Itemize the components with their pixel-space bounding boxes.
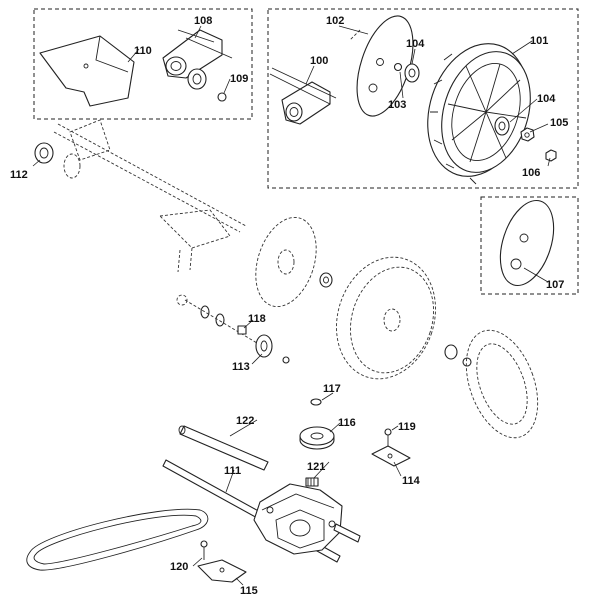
callout-116: 116 (338, 417, 356, 429)
group-box-top-right (267, 8, 579, 189)
callout-111: 111 (224, 465, 241, 477)
callout-104-upper: 104 (406, 38, 425, 50)
part-109-clip (217, 92, 227, 102)
callout-117: 117 (323, 383, 341, 395)
cover-ghost (465, 329, 539, 439)
part-121-spring (305, 477, 319, 487)
callout-118: 118 (248, 313, 266, 325)
part-104-bearing-outer (494, 116, 510, 136)
part-117-circlip (310, 398, 322, 406)
part-100-wheel-bracket (269, 67, 337, 125)
part-110-cover (39, 35, 135, 107)
callout-110: 110 (134, 45, 152, 57)
part-119-screw (384, 428, 392, 448)
callout-115: 115 (240, 585, 258, 597)
callout-103: 103 (388, 99, 406, 111)
callout-labels: 108 110 109 100 102 103 104 101 104 105 … (10, 15, 568, 597)
rear-wheel-ghost (336, 256, 436, 380)
gearbox (253, 483, 361, 555)
part-122-tube (178, 425, 269, 471)
callout-120: 120 (170, 561, 188, 573)
part-107-wheel-cover (499, 199, 555, 287)
callout-107: 107 (546, 279, 564, 291)
part-108-gear (187, 68, 207, 90)
part-101-wheel (427, 43, 531, 185)
callout-108: 108 (194, 15, 212, 27)
part-112-pinion (34, 142, 81, 179)
callout-104-lower: 104 (537, 93, 556, 105)
callout-106: 106 (522, 167, 540, 179)
part-114-plate (371, 445, 411, 467)
callout-102: 102 (326, 15, 344, 27)
callout-100: 100 (310, 55, 328, 67)
callout-119: 119 (398, 421, 416, 433)
part-120-screw (200, 540, 208, 560)
callout-112: 112 (10, 169, 28, 181)
part-104-bearing-inner (404, 63, 420, 83)
part-103-washer (393, 62, 403, 72)
leader-lines (32, 25, 551, 586)
callout-114: 114 (402, 475, 421, 487)
small-parts-chain (176, 294, 263, 347)
part-115-bracket (197, 559, 247, 583)
callout-101: 101 (530, 35, 548, 47)
part-118-key (237, 325, 247, 335)
part-106-screw (545, 149, 557, 162)
bearing-ghost (319, 272, 333, 288)
nut-ghost (444, 344, 472, 367)
callout-105: 105 (550, 117, 568, 129)
part-116-pulley (299, 426, 335, 450)
group-box-top-left (33, 8, 253, 120)
part-108-lever-bracket (162, 29, 233, 79)
drive-belt (26, 508, 209, 571)
part-113-gear (255, 334, 290, 364)
left-gear-wheel-ghost (255, 216, 317, 308)
drive-shaft-ghost (53, 119, 247, 273)
group-box-right-middle (480, 196, 579, 295)
callout-121: 121 (307, 461, 325, 473)
callout-113: 113 (232, 361, 250, 373)
callout-122: 122 (236, 415, 254, 427)
callout-109: 109 (230, 73, 248, 85)
